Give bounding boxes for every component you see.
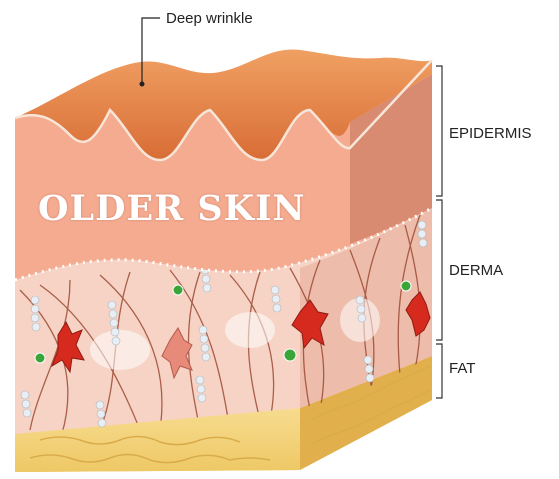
epidermis-label: EPIDERMIS — [449, 125, 532, 142]
deep-wrinkle-label: Deep wrinkle — [166, 10, 253, 27]
green-cell — [173, 285, 183, 295]
derma-label: DERMA — [449, 262, 503, 279]
wrinkle-pointer-dot — [140, 82, 145, 87]
green-cell — [401, 281, 411, 291]
green-cell — [35, 353, 45, 363]
fat-label: FAT — [449, 360, 475, 377]
layer-brackets — [436, 66, 442, 398]
green-cell — [284, 349, 296, 361]
diagram-title: OLDER SKIN — [38, 188, 305, 229]
